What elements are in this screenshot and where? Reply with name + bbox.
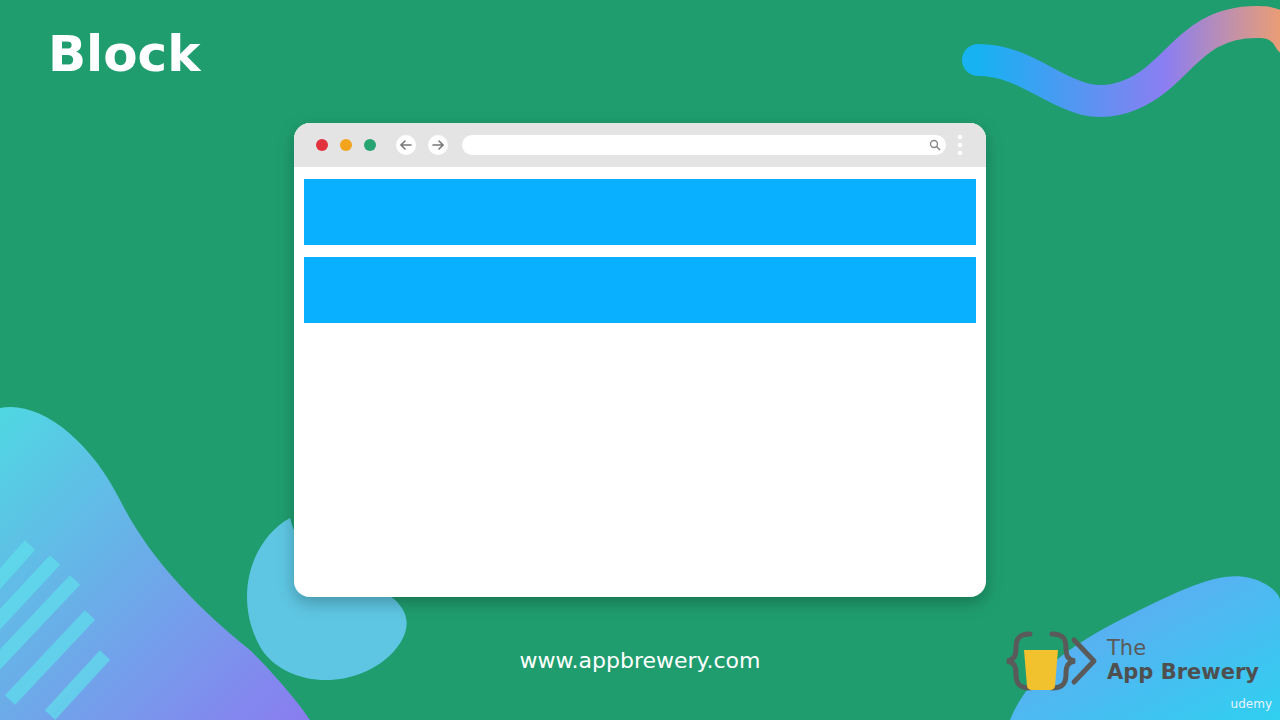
search-icon [931, 141, 938, 148]
block-element [304, 179, 976, 245]
wave-decoration [978, 22, 1280, 101]
watermark: udemy [1231, 697, 1272, 711]
browser-toolbar [294, 123, 986, 167]
logo-icon [1007, 634, 1094, 690]
menu-dots [958, 135, 962, 155]
blob-decoration [1010, 576, 1280, 720]
back-button [396, 135, 416, 155]
brand-name: The [1107, 636, 1146, 661]
browser-window [294, 123, 986, 597]
search-icon [937, 147, 941, 151]
maximize-dot [364, 139, 376, 151]
block-element [304, 257, 976, 323]
brand-name: App Brewery [1107, 660, 1259, 685]
forward-arrow [433, 141, 443, 149]
back-arrow [401, 141, 411, 149]
close-dot [316, 139, 328, 151]
website-url: www.appbrewery.com [520, 648, 761, 674]
stripe-decoration [0, 545, 105, 715]
address-bar [462, 135, 946, 155]
forward-button [428, 135, 448, 155]
slide-title: Block [48, 24, 201, 84]
minimize-dot [340, 139, 352, 151]
